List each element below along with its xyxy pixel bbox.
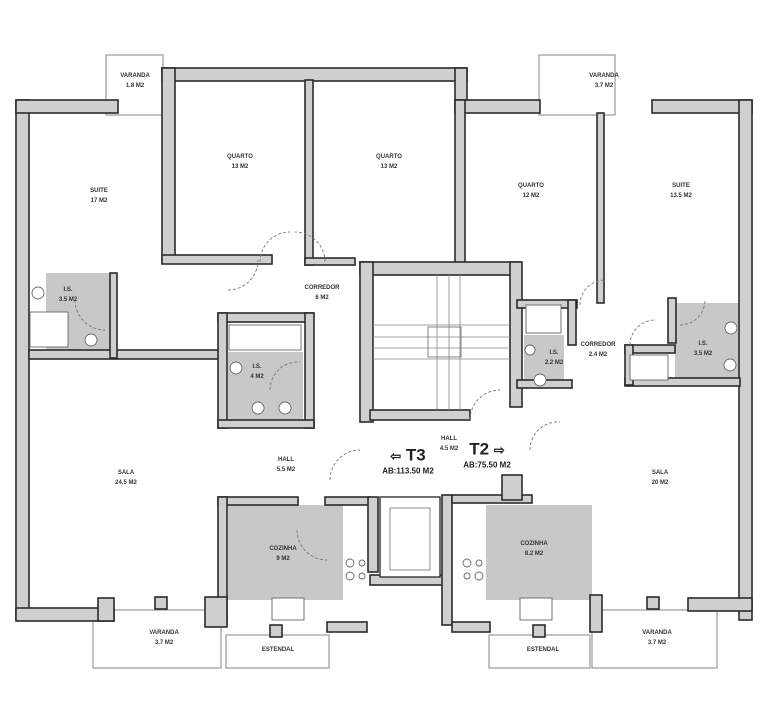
room-label-is-right-suite: I.S. 3.5 M2 [694,339,712,359]
room-area: 3.7 M2 [594,83,614,89]
room-name: HALL [278,457,294,463]
room-name: I.S. [549,350,559,356]
room-area: 9 M2 [276,556,290,562]
room-area: 20 M2 [651,480,669,486]
room-area: 4.5 M2 [439,446,459,452]
room-label-estendal-left: ESTENDAL [262,645,294,655]
room-area: 3.7 M2 [154,640,174,646]
room-label-hall-left: HALL 5.5 M2 [277,455,295,475]
room-area: 13 M2 [380,164,398,170]
room-label-hall-common: HALL 4.5 M2 [440,434,458,454]
room-area: 4 M2 [250,374,264,380]
room-area: 6 M2 [315,295,329,301]
room-label-varanda-top-right: VARANDA 3.7 M2 [589,71,619,91]
room-label-quarto-3: QUARTO 12 M2 [518,181,544,201]
unit-marker-t2: T2 ⇨ AB:75.50 M2 [463,439,511,472]
room-area: 5.5 M2 [276,467,296,473]
fixtures [29,286,738,621]
room-name: COZINHA [269,546,297,552]
room-label-corredor-left: CORREDOR 6 M2 [304,283,339,303]
room-name: QUARTO [518,183,544,189]
room-name: QUARTO [227,154,253,160]
room-name: CORREDOR [580,342,616,348]
room-name: SUITE [90,188,108,194]
room-name: COZINHA [520,541,548,547]
room-name: I.S. [698,341,708,347]
arrow-right-icon: ⇨ [493,442,505,458]
walls [15,67,753,638]
room-name: CORREDOR [304,285,340,291]
room-name: ESTENDAL [526,647,560,653]
room-label-suite-right: SUITE 13.5 M2 [670,181,692,201]
unit-area: AB:75.50 M2 [463,460,511,470]
unit-area: AB:113.50 M2 [382,466,434,476]
room-area: 1.8 M2 [125,83,145,89]
room-label-varanda-bottom-right: VARANDA 3.7 M2 [642,628,672,648]
room-label-is-right-small: I.S. 2.2 M2 [545,348,563,368]
room-name: HALL [441,436,457,442]
room-label-varanda-top-left: VARANDA 1.8 M2 [120,71,150,91]
room-area: 17 M2 [90,198,108,204]
room-name: QUARTO [376,154,402,160]
room-label-corredor-right: CORREDOR 2.4 M2 [580,340,615,360]
room-name: VARANDA [642,630,672,636]
room-name: ESTENDAL [261,647,295,653]
room-label-estendal-right: ESTENDAL [527,645,559,655]
room-label-cozinha-right: COZINHA 8.2 M2 [520,539,547,559]
unit-marker-t3: ⇦ T3 AB:113.50 M2 [382,445,434,478]
room-area: 2.2 M2 [544,360,564,366]
unit-name: T3 [405,445,426,465]
room-label-cozinha-left: COZINHA 9 M2 [269,544,296,564]
room-label-is-left-suite: I.S. 3.5 M2 [59,285,77,305]
door-swings [74,231,706,561]
room-area: 2.4 M2 [588,352,608,358]
room-label-sala-left: SALA 24.5 M2 [115,468,137,488]
room-area: 3.5 M2 [58,297,78,303]
room-area: 12 M2 [522,193,540,199]
room-name: VARANDA [589,73,619,79]
elevator [379,496,441,578]
room-name: VARANDA [120,73,150,79]
staircase [373,275,510,410]
room-area: 3.5 M2 [693,351,713,357]
room-label-varanda-bottom-left: VARANDA 3.7 M2 [149,628,179,648]
room-area: 24.5 M2 [115,480,137,486]
room-area: 13 M2 [231,164,249,170]
room-label-quarto-1: QUARTO 13 M2 [227,152,253,172]
room-area: 8.2 M2 [524,551,544,557]
arrow-left-icon: ⇦ [390,448,402,464]
room-name: VARANDA [149,630,179,636]
room-name: SALA [651,470,669,476]
room-label-suite-left: SUITE 17 M2 [90,186,108,206]
room-name: I.S. [63,287,73,293]
room-label-sala-right: SALA 20 M2 [652,468,669,488]
room-label-quarto-2: QUARTO 13 M2 [376,152,402,172]
room-name: SUITE [672,183,690,189]
unit-name: T2 [469,439,490,459]
room-name: I.S. [252,364,262,370]
room-name: SALA [117,470,135,476]
room-area: 3.7 M2 [647,640,667,646]
room-label-is-left-main: I.S. 4 M2 [250,362,263,382]
room-area: 13.5 M2 [670,193,692,199]
